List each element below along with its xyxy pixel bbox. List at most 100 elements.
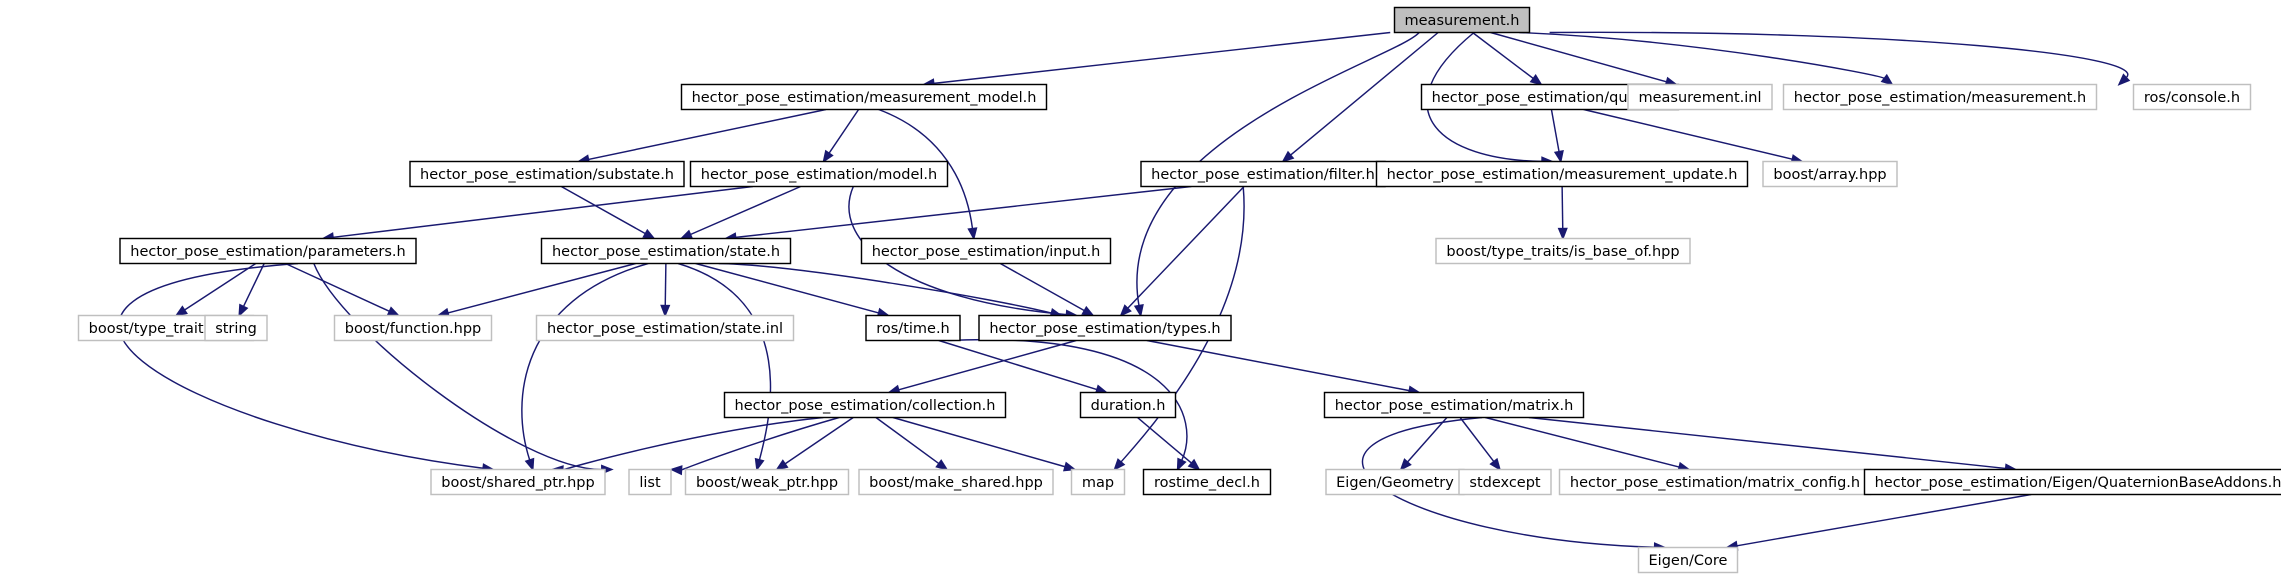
edge-line — [561, 416, 824, 471]
edge-queue-h-to-boost-array — [1583, 108, 1804, 164]
edge-line — [1137, 416, 1192, 464]
node-box — [430, 468, 606, 496]
node-weak-ptr: boost/weak_ptr.hpp — [684, 468, 850, 496]
edge-arrowhead — [238, 303, 249, 318]
node-label: hector_pose_estimation/measurement.h — [1794, 90, 2086, 106]
edge-line — [1146, 339, 1410, 392]
edge-line — [1459, 417, 1495, 462]
edge-types-h-to-collection-h — [887, 339, 1077, 395]
edge-parameters-h-to-type-traits — [174, 262, 257, 317]
node-box — [1627, 83, 1773, 111]
node-box — [1558, 468, 1872, 496]
node-is-base-of: boost/type_traits/is_base_of.hpp — [1435, 237, 1691, 265]
node-label: hector_pose_estimation/model.h — [701, 167, 937, 183]
node-eigen-geometry: Eigen/Geometry — [1325, 468, 1465, 496]
node-label: stdexcept — [1469, 475, 1541, 491]
node-map: map — [1070, 468, 1126, 496]
edge-line — [1120, 186, 1245, 463]
node-types-h[interactable]: hector_pose_estimation/types.h — [978, 314, 1232, 342]
node-input-h[interactable]: hector_pose_estimation/input.h — [860, 237, 1112, 265]
node-label: measurement.h — [1405, 13, 1520, 29]
node-label: boost/array.hpp — [1773, 167, 1886, 183]
node-box — [628, 468, 672, 496]
edge-line — [999, 262, 1085, 312]
node-box — [860, 237, 1112, 265]
node-box — [1458, 468, 1552, 496]
edge-collection-h-to-make-shared — [875, 416, 949, 471]
node-box — [1375, 160, 1749, 188]
node-label: ros/console.h — [2144, 90, 2240, 106]
node-duration-h[interactable]: duration.h — [1079, 391, 1177, 419]
edge-measurement-h-to-measurement-inl — [1490, 31, 1679, 87]
edge-measurement-h-to-hpe-measurement-h — [1519, 31, 1894, 86]
edge-arrowhead — [1176, 457, 1187, 472]
edge-line — [898, 339, 1077, 391]
edge-arrowhead — [1553, 150, 1564, 164]
node-box — [119, 237, 417, 265]
node-label: hector_pose_estimation/queue.h — [1432, 90, 1669, 106]
edge-line — [1490, 31, 1667, 83]
node-boost-function: boost/function.hpp — [333, 314, 493, 342]
node-substate-h[interactable]: hector_pose_estimation/substate.h — [409, 160, 685, 188]
node-box — [1393, 6, 1531, 34]
node-shared-ptr: boost/shared_ptr.hpp — [430, 468, 606, 496]
edge-arrowhead — [524, 457, 535, 472]
node-label: rostime_decl.h — [1154, 475, 1260, 491]
edge-duration-h-to-rostime-decl — [1137, 416, 1201, 471]
edge-line — [1583, 108, 1793, 160]
node-measurement-h[interactable]: measurement.h — [1393, 6, 1531, 34]
edge-arrowhead — [754, 457, 765, 472]
edges-layer — [118, 31, 2131, 553]
node-label: hector_pose_estimation/parameters.h — [130, 244, 405, 260]
edge-matrix-h-to-eigen-geometry — [1399, 417, 1448, 471]
node-box — [1140, 160, 1386, 188]
edge-line — [892, 416, 1066, 468]
edge-matrix-h-to-matrix-config — [1485, 416, 1691, 472]
node-collection-h[interactable]: hector_pose_estimation/collection.h — [723, 391, 1007, 419]
node-eigen-core: Eigen/Core — [1637, 546, 1739, 574]
edge-line — [718, 262, 1052, 314]
node-matrix-h[interactable]: hector_pose_estimation/matrix.h — [1323, 391, 1585, 419]
node-box — [1637, 546, 1739, 574]
edge-arrowhead — [660, 304, 671, 318]
node-box — [1323, 391, 1585, 419]
node-rostime-decl[interactable]: rostime_decl.h — [1142, 468, 1272, 496]
node-ros-time-h[interactable]: ros/time.h — [865, 314, 961, 342]
node-label: map — [1082, 475, 1114, 491]
node-label: boost/function.hpp — [345, 321, 482, 337]
node-ros-console-h: ros/console.h — [2132, 83, 2252, 111]
edge-line — [1426, 31, 1543, 163]
node-box — [680, 83, 1048, 111]
edge-line — [695, 262, 879, 314]
edge-filter-h-to-map — [1113, 186, 1245, 471]
edge-parameters-h-to-boost-function — [285, 262, 401, 317]
node-box — [204, 314, 268, 342]
edge-arrowhead — [1081, 305, 1095, 317]
node-label: hector_pose_estimation/Eigen/QuaternionB… — [1875, 475, 2281, 491]
edge-arrowhead — [1133, 304, 1144, 318]
edge-line — [933, 31, 1391, 85]
node-measurement-update-h[interactable]: hector_pose_estimation/measurement_updat… — [1375, 160, 1749, 188]
node-box — [978, 314, 1232, 342]
edge-measurement-h-to-measurement-model-h — [921, 31, 1391, 89]
edge-measurement-model-h-to-input-h — [878, 108, 978, 241]
node-model-h[interactable]: hector_pose_estimation/model.h — [689, 160, 949, 188]
edge-line — [680, 416, 840, 471]
node-label: hector_pose_estimation/input.h — [872, 244, 1101, 260]
node-filter-h[interactable]: hector_pose_estimation/filter.h — [1140, 160, 1386, 188]
node-quat-addons[interactable]: hector_pose_estimation/Eigen/QuaternionB… — [1863, 468, 2281, 496]
edge-arrowhead — [642, 228, 656, 240]
node-string: string — [204, 314, 268, 342]
edge-arrowhead — [174, 305, 188, 317]
node-box — [684, 468, 850, 496]
node-box — [540, 237, 792, 265]
edge-line — [1290, 31, 1439, 156]
edge-arrowhead — [775, 459, 789, 471]
node-boost-array: boost/array.hpp — [1762, 160, 1898, 188]
node-state-h[interactable]: hector_pose_estimation/state.h — [540, 237, 792, 265]
node-measurement-model-h[interactable]: hector_pose_estimation/measurement_model… — [680, 83, 1048, 111]
node-label: hector_pose_estimation/types.h — [989, 321, 1220, 337]
edge-line — [1550, 109, 1560, 152]
node-parameters-h[interactable]: hector_pose_estimation/parameters.h — [119, 237, 417, 265]
edge-arrowhead — [1529, 73, 1543, 86]
